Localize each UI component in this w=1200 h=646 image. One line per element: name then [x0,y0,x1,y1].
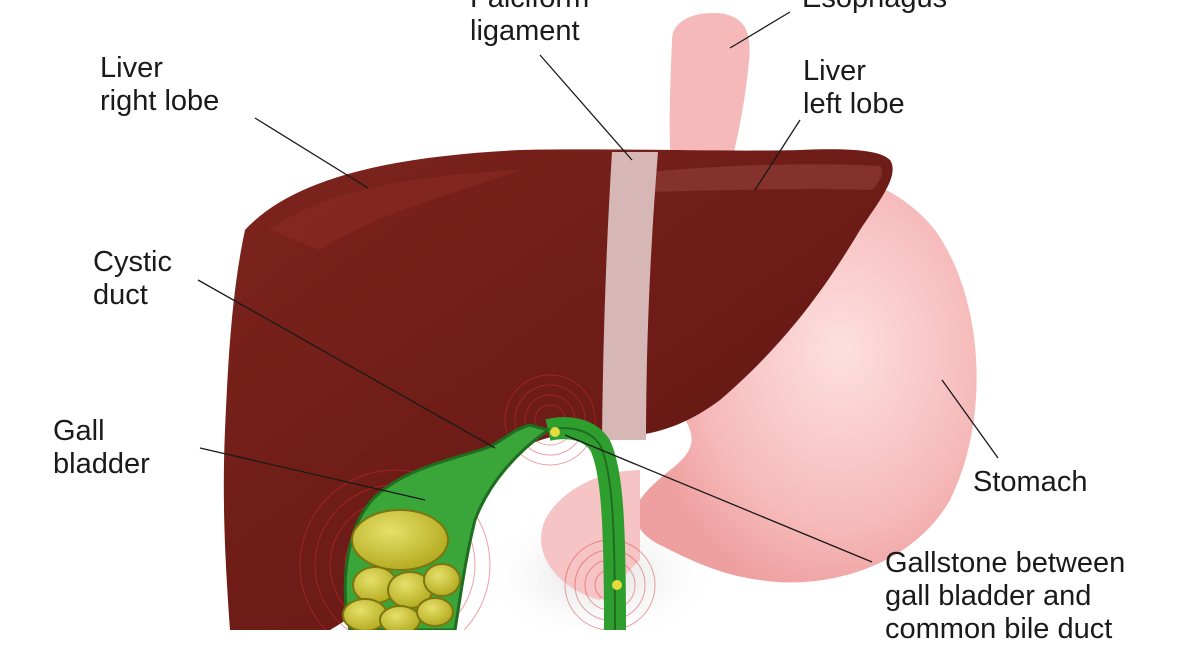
anatomy-illustration [197,11,999,646]
stomach-label: Stomach [973,466,1087,499]
gallstone-label: Gallstone between gall bladder and commo… [885,547,1125,646]
cystic-duct-label: Cystic duct [93,246,172,312]
liver-left-label-line1: Liver [803,55,866,87]
esophagus-label: Esophagus [802,0,947,15]
esophagus [669,13,750,176]
liver-right-highlight [270,170,520,250]
gall-bladder-label: Gall bladder [53,415,150,481]
liver-left-lobe-label: Liver left lobe [803,55,905,121]
stomach-label-line1: Stomach [973,466,1088,498]
liver-highlight [650,164,883,192]
gall-bladder-label-line2: bladder [53,448,150,480]
gallstones [342,427,622,635]
liver-right-label-line1: Liver [100,52,163,84]
liver-gallbladder-diagram: Falciform ligament Esophagus Liver right… [53,0,1125,646]
falciform-label-line2: ligament [470,15,580,47]
gallstone-label-line1: Gallstone between [885,547,1126,579]
cystic-duct-label-line2: duct [93,279,148,311]
falciform-label-line1: Falciform [470,0,589,15]
gallstone-label-line2: gall bladder and [885,580,1092,612]
esophagus-label-line1: Esophagus [802,0,947,15]
gall-bladder-label-line1: Gall [53,415,105,447]
liver-right-label-line2: right lobe [100,85,220,117]
liver-left-label-line2: left lobe [803,88,905,120]
cystic-duct-outline [547,427,616,631]
falciform-ligament-label: Falciform ligament [470,0,589,48]
liver-right-lobe-label: Liver right lobe [100,52,219,118]
leader-lines [197,11,999,563]
cystic-duct-label-line1: Cystic [93,246,172,278]
falciform-ligament-band [602,152,658,440]
